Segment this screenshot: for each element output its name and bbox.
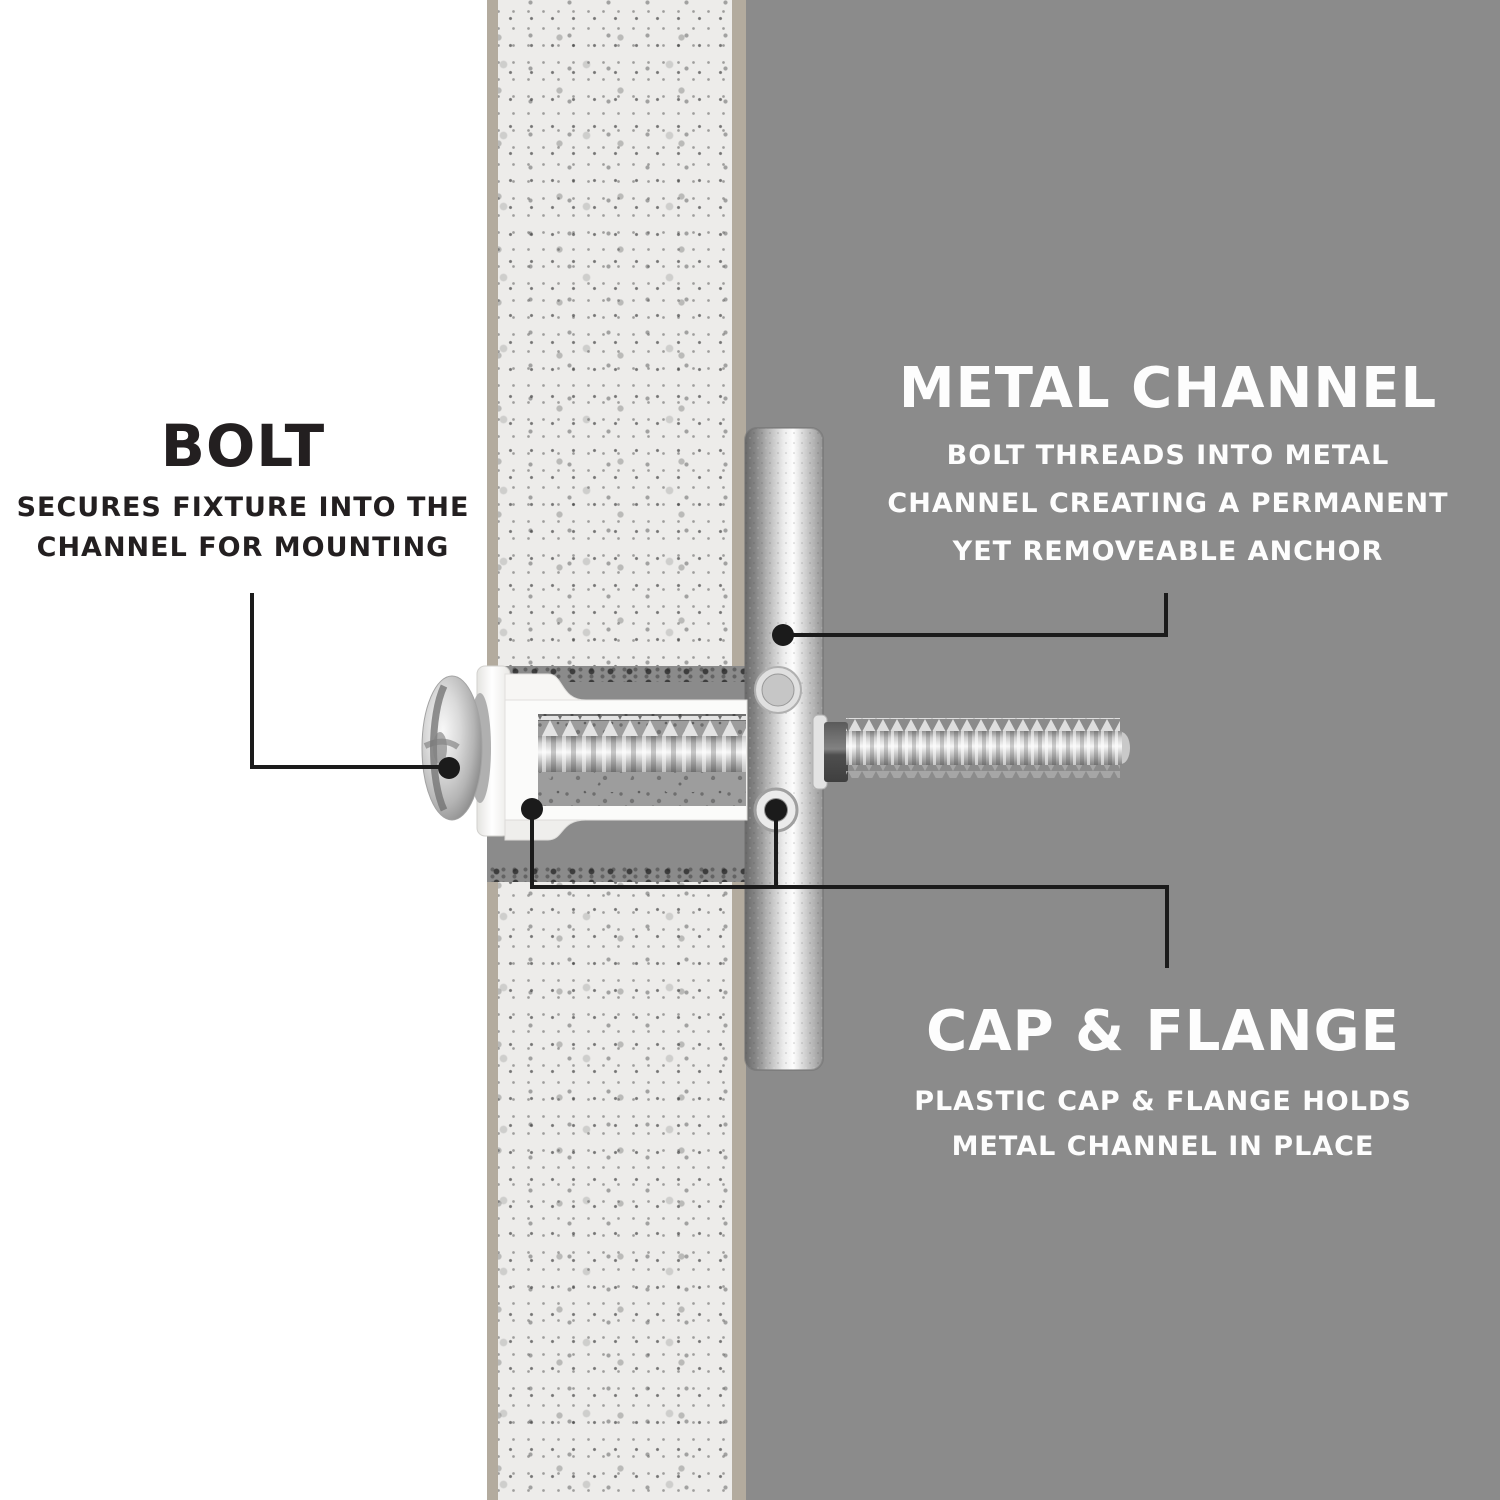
- bolt-leader-vertical: [250, 593, 254, 769]
- bolt-label: BOLT SECURES FIXTURE INTO THE CHANNEL FO…: [13, 416, 473, 568]
- capflange-leader-left-vertical: [530, 809, 534, 889]
- channel-leader-dot: [772, 624, 794, 646]
- cap-flange-title: CAP & FLANGE: [926, 999, 1400, 1064]
- cap-and-flange: [457, 665, 748, 841]
- bolt-description: SECURES FIXTURE INTO THE CHANNEL FOR MOU…: [16, 492, 470, 563]
- channel-leader-vertical: [1164, 593, 1168, 637]
- metal-channel-label: METAL CHANNEL BOLT THREADS INTO METAL CH…: [858, 360, 1478, 576]
- bolt-threaded-end: [812, 714, 1130, 790]
- metal-channel: [744, 427, 824, 1071]
- channel-hole-leader-dot: [765, 799, 787, 821]
- cap-flange-label: CAP & FLANGE PLASTIC CAP & FLANGE HOLDS …: [855, 1003, 1471, 1169]
- bolt-thread-in-window: [538, 716, 746, 792]
- cap-flange-description: PLASTIC CAP & FLANGE HOLDS METAL CHANNEL…: [914, 1086, 1412, 1162]
- capflange-leader-mid-vertical: [774, 810, 778, 889]
- capflange-leader-dot: [521, 798, 543, 820]
- bolt-leader-dot: [438, 757, 460, 779]
- capflange-leader-right-vertical: [1165, 885, 1169, 968]
- metal-channel-title: METAL CHANNEL: [898, 356, 1438, 421]
- bolt-head: [421, 675, 491, 821]
- metal-channel-description: BOLT THREADS INTO METAL CHANNEL CREATING…: [887, 440, 1449, 567]
- anchor-assembly-illustration: [421, 427, 1130, 1071]
- bolt-leader-horizontal: [250, 765, 448, 769]
- bolt-title: BOLT: [160, 412, 326, 480]
- channel-leader-horizontal: [783, 633, 1168, 637]
- capflange-leader-horizontal: [530, 885, 1169, 889]
